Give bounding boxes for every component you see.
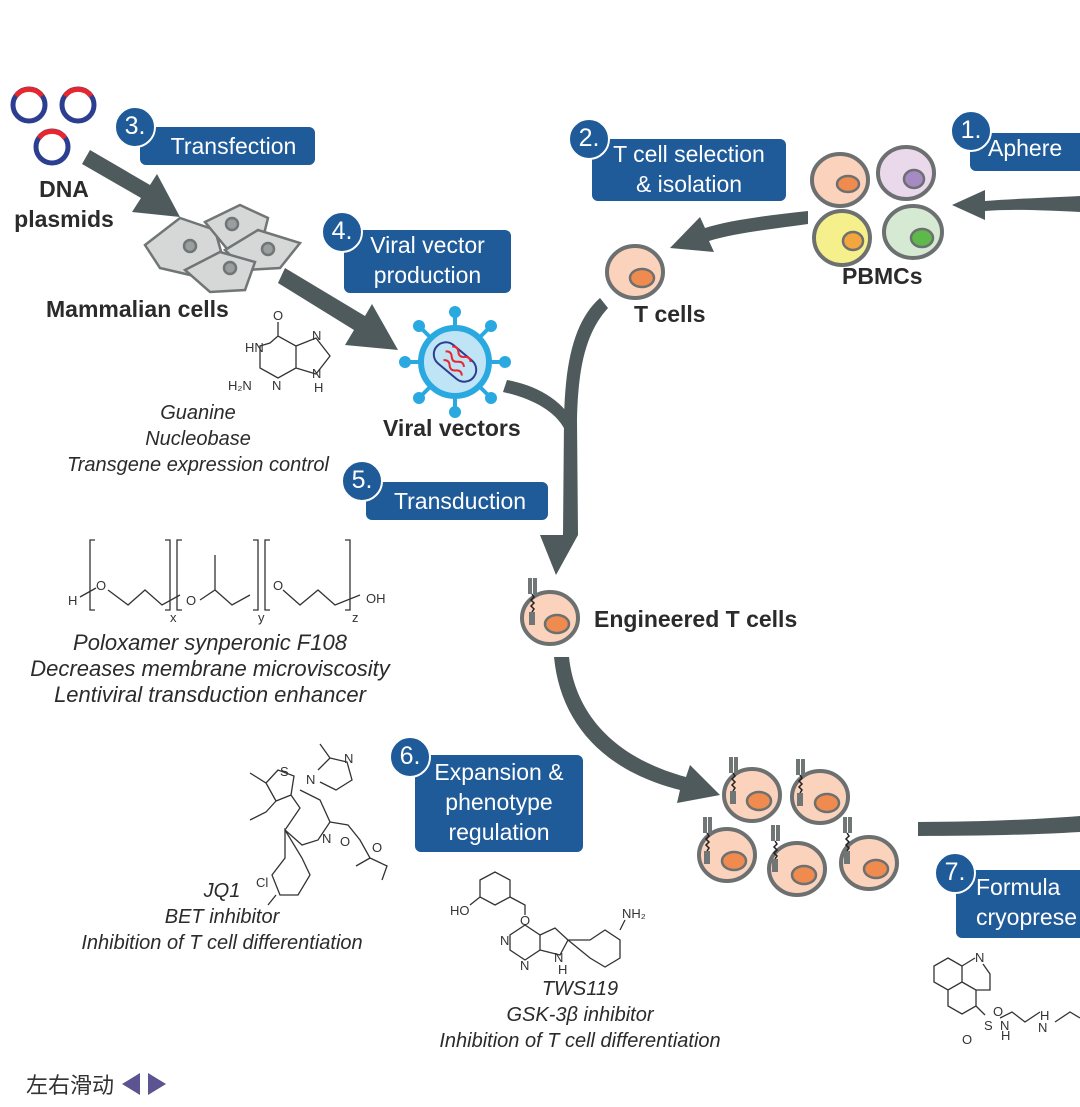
slide-hint: 左右滑动	[26, 1068, 167, 1100]
svg-text:H: H	[68, 593, 77, 608]
jq1-class: BET inhibitor	[164, 906, 280, 928]
svg-text:O: O	[520, 913, 530, 928]
step-6-number: 6.	[389, 736, 431, 778]
arrow-apheresis	[952, 190, 1080, 220]
svg-text:N: N	[306, 772, 315, 787]
svg-text:H₂N: H₂N	[228, 378, 252, 393]
svg-text:N: N	[500, 933, 509, 948]
triangle-left-icon[interactable]	[122, 1073, 141, 1095]
step-5-label: Transduction	[366, 482, 548, 520]
svg-text:O: O	[993, 1004, 1003, 1019]
svg-text:N: N	[520, 958, 529, 973]
svg-text:z: z	[352, 610, 359, 625]
arrow-viral-merge	[503, 380, 577, 430]
svg-text:O: O	[186, 593, 196, 608]
svg-text:H: H	[314, 380, 323, 395]
jq1-name: JQ1	[203, 880, 241, 902]
svg-text:H: H	[1001, 1028, 1010, 1043]
svg-text:H: H	[1040, 1008, 1049, 1023]
svg-text:N: N	[344, 751, 353, 766]
svg-text:N: N	[272, 378, 281, 393]
arrow-selection	[670, 211, 808, 252]
step-4-number: 4.	[321, 211, 363, 253]
viral-vector-icon	[399, 306, 511, 418]
partial-compound-structure: N S O O N H H N	[933, 950, 1080, 1047]
svg-text:NH₂: NH₂	[622, 906, 646, 921]
poloxamer-structure: H O O O OH x y z	[68, 539, 386, 625]
arrow-transfection	[82, 150, 180, 217]
arrow-tcells-down	[540, 298, 608, 575]
svg-text:N: N	[312, 366, 321, 381]
svg-text:H: H	[558, 962, 567, 977]
jq1-function: Inhibition of T cell differentiation	[81, 932, 363, 954]
svg-text:N: N	[1000, 1018, 1009, 1033]
step-7-number: 7.	[934, 852, 976, 894]
tws119-name: TWS119	[541, 978, 619, 1000]
engineered-t-cells-label: Engineered T cells	[594, 606, 798, 632]
mammalian-cells-label: Mammalian cells	[46, 296, 229, 322]
step-4-label: Viral vector production	[344, 230, 511, 293]
step-2-number: 2.	[568, 118, 610, 160]
guanine-class: Nucleobase	[145, 428, 251, 450]
jq1-caption: JQ1 BET inhibitor Inhibition of T cell d…	[42, 878, 402, 956]
t-cells-label: T cells	[634, 301, 706, 327]
guanine-function: Transgene expression control	[67, 454, 329, 476]
dna-plasmids-label: DNA plasmids	[14, 176, 114, 232]
svg-text:O: O	[372, 840, 382, 855]
triangle-right-icon[interactable]	[148, 1073, 167, 1095]
viral-vectors-label: Viral vectors	[383, 415, 521, 441]
guanine-structure: O HN N H₂N N N H	[228, 308, 331, 395]
pbmcs-icon	[810, 145, 944, 267]
pbmcs-label: PBMCs	[842, 263, 923, 289]
svg-text:N: N	[554, 950, 563, 965]
arrow-expansion	[554, 657, 720, 803]
svg-text:O: O	[340, 834, 350, 849]
svg-text:O: O	[273, 578, 283, 593]
flow-arrows	[82, 150, 1080, 836]
step-2-label: T cell selection & isolation	[592, 139, 786, 201]
step-6-label: Expansion & phenotype regulation	[415, 755, 583, 852]
svg-text:O: O	[962, 1032, 972, 1047]
svg-text:HN: HN	[245, 340, 264, 355]
svg-text:O: O	[96, 578, 106, 593]
dna-plasmids-icon	[10, 86, 97, 166]
tws119-caption: TWS119 GSK-3β inhibitor Inhibition of T …	[400, 976, 760, 1054]
svg-text:OH: OH	[366, 591, 386, 606]
arrow-formulation	[918, 816, 1080, 836]
svg-text:y: y	[258, 610, 265, 625]
step-3-label: Transfection	[140, 127, 315, 165]
tws119-function: Inhibition of T cell differentiation	[439, 1030, 721, 1052]
poloxamer-name: Poloxamer synperonic F108	[73, 630, 347, 655]
tws119-class: GSK-3β inhibitor	[506, 1004, 654, 1026]
guanine-name: Guanine	[160, 402, 236, 424]
svg-text:O: O	[273, 308, 283, 323]
poloxamer-role: Lentiviral transduction enhancer	[54, 682, 366, 707]
poloxamer-function: Decreases membrane microviscosity	[30, 656, 390, 681]
t-cell-icon	[605, 244, 665, 300]
svg-text:Cl: Cl	[256, 875, 268, 890]
poloxamer-caption: Poloxamer synperonic F108 Decreases memb…	[0, 630, 420, 708]
engineered-t-cell-icon	[520, 577, 580, 646]
jq1-structure: S N N N O O Cl	[249, 743, 388, 906]
step-5-number: 5.	[341, 460, 383, 502]
step-3-number: 3.	[114, 106, 156, 148]
expanded-t-cells-icon	[697, 756, 899, 897]
svg-text:S: S	[280, 764, 289, 779]
svg-text:N: N	[975, 950, 984, 965]
step-7-label: Formula cryoprese	[956, 870, 1080, 938]
svg-text:N: N	[322, 831, 331, 846]
slide-hint-text: 左右滑动	[26, 1073, 115, 1098]
mammalian-cells-icon	[143, 203, 303, 294]
step-1-label: Aphere	[970, 133, 1080, 171]
tws119-structure: HO O N N N H NH₂	[450, 871, 646, 977]
step-1-number: 1.	[950, 110, 992, 152]
svg-text:S: S	[984, 1018, 993, 1033]
arrow-viral-production	[278, 268, 398, 350]
svg-text:HO: HO	[450, 903, 470, 918]
svg-text:N: N	[312, 328, 321, 343]
svg-text:x: x	[170, 610, 177, 625]
svg-text:N: N	[1038, 1020, 1047, 1035]
guanine-caption: Guanine Nucleobase Transgene expression …	[20, 400, 376, 478]
